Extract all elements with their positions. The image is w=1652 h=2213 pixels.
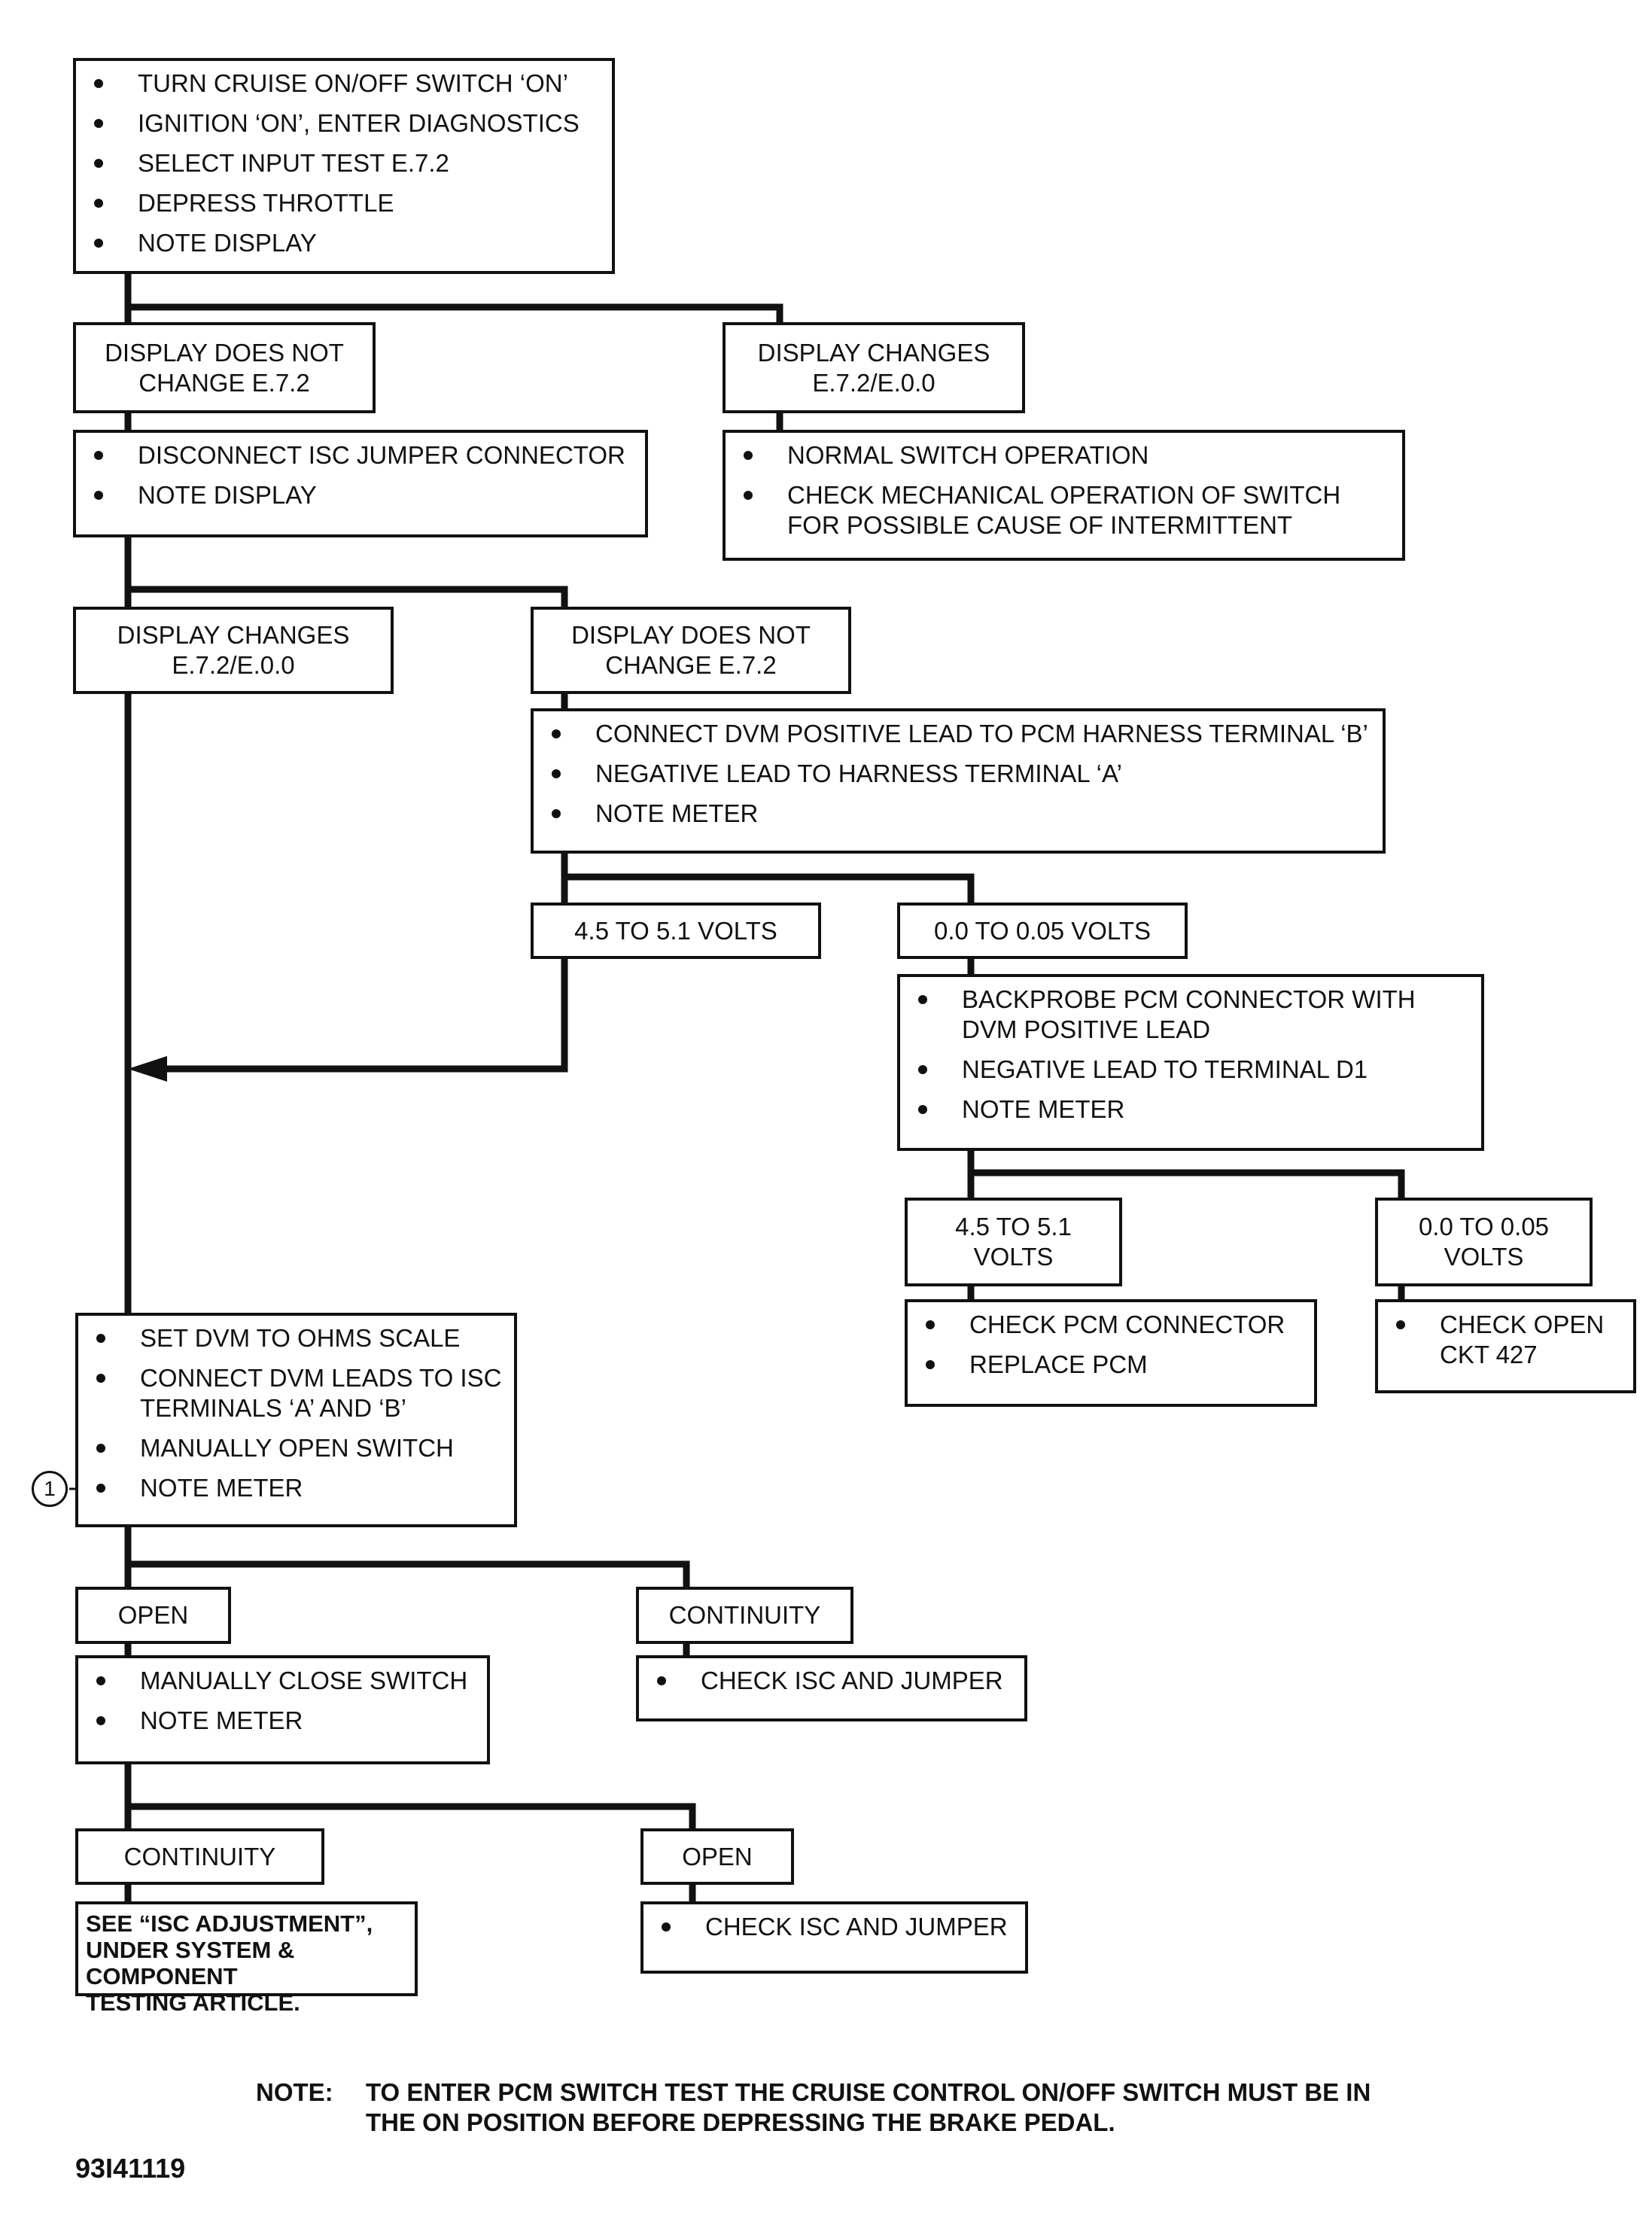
step-item: CHECK MECHANICAL OPERATION OF SWITCH FOR… bbox=[736, 480, 1395, 540]
connector-high-to-main bbox=[162, 952, 568, 1073]
arrow-head bbox=[128, 1056, 167, 1082]
isc-adjustment-box: SEE “ISC ADJUSTMENT”, UNDER SYSTEM & COM… bbox=[75, 1901, 418, 2016]
step-item: TURN CRUISE ON/OFF SWITCH ‘ON’ bbox=[87, 68, 604, 99]
backprobe-steps: BACKPROBE PCM CONNECTOR WITH DVM POSITIV… bbox=[900, 977, 1481, 1125]
step-item: IGNITION ‘ON’, ENTER DIAGNOSTICS bbox=[87, 108, 604, 139]
outcome-continuity-2: CONTINUITY bbox=[75, 1828, 324, 1885]
step-item: CONNECT DVM POSITIVE LEAD TO PCM HARNESS… bbox=[544, 719, 1375, 749]
outcome-display-no-change: DISPLAY DOES NOT CHANGE E.7.2 bbox=[73, 322, 376, 413]
step-item: CHECK OPEN CKT 427 bbox=[1389, 1310, 1626, 1370]
outcome-open: OPEN bbox=[75, 1587, 231, 1644]
start-instructions-box: TURN CRUISE ON/OFF SWITCH ‘ON’ IGNITION ‘… bbox=[73, 58, 615, 274]
footnote-text: TO ENTER PCM SWITCH TEST THE CRUISE CONT… bbox=[366, 2078, 1371, 2136]
connector-disconnect-to-no-change bbox=[124, 586, 568, 613]
outcome-voltage-low-2: 0.0 TO 0.05 VOLTS bbox=[1375, 1198, 1593, 1286]
normal-switch-steps: NORMAL SWITCH OPERATION CHECK MECHANICAL … bbox=[726, 433, 1402, 540]
outcome-display-no-change-2: DISPLAY DOES NOT CHANGE E.7.2 bbox=[531, 607, 851, 694]
step-item: CHECK ISC AND JUMPER bbox=[650, 1666, 1017, 1696]
outcome-voltage-high: 4.5 TO 5.1 VOLTS bbox=[531, 903, 821, 959]
step-item: MANUALLY OPEN SWITCH bbox=[89, 1433, 507, 1463]
step-item: NOTE METER bbox=[544, 799, 1375, 829]
step-item: CHECK PCM CONNECTOR bbox=[918, 1310, 1307, 1340]
step-item: NEGATIVE LEAD TO TERMINAL D1 bbox=[911, 1055, 1474, 1085]
check-open-box: CHECK OPEN CKT 427 bbox=[1375, 1299, 1636, 1393]
connector-start-to-changes bbox=[124, 303, 783, 329]
step-item: NOTE METER bbox=[911, 1094, 1474, 1125]
step-item: NEGATIVE LEAD TO HARNESS TERMINAL ‘A’ bbox=[544, 759, 1375, 789]
backprobe-box: BACKPROBE PCM CONNECTOR WITH DVM POSITIV… bbox=[897, 974, 1484, 1151]
check-pcm-steps: CHECK PCM CONNECTOR REPLACE PCM bbox=[908, 1302, 1314, 1380]
step-item: CHECK ISC AND JUMPER bbox=[654, 1912, 1018, 1942]
check-open-steps: CHECK OPEN CKT 427 bbox=[1378, 1302, 1633, 1370]
disconnect-jumper-box: DISCONNECT ISC JUMPER CONNECTOR NOTE DISP… bbox=[73, 430, 648, 537]
step-item: NOTE METER bbox=[89, 1706, 479, 1736]
check-isc-steps-1: CHECK ISC AND JUMPER bbox=[639, 1658, 1024, 1696]
step-item: SET DVM TO OHMS SCALE bbox=[89, 1323, 507, 1353]
step-item: BACKPROBE PCM CONNECTOR WITH DVM POSITIV… bbox=[911, 985, 1474, 1045]
normal-switch-box: NORMAL SWITCH OPERATION CHECK MECHANICAL … bbox=[723, 430, 1405, 561]
step-item: MANUALLY CLOSE SWITCH bbox=[89, 1666, 479, 1696]
step-item: SELECT INPUT TEST E.7.2 bbox=[87, 148, 604, 178]
figure-id: 93I41119 bbox=[75, 2153, 186, 2184]
dvm-harness-steps: CONNECT DVM POSITIVE LEAD TO PCM HARNESS… bbox=[534, 711, 1383, 829]
connector-backprobe-to-low bbox=[967, 1169, 1405, 1204]
step-item: NOTE METER bbox=[89, 1473, 507, 1503]
step-item: REPLACE PCM bbox=[918, 1350, 1307, 1380]
close-switch-box: MANUALLY CLOSE SWITCH NOTE METER bbox=[75, 1655, 490, 1764]
footnote-label: NOTE: bbox=[256, 2078, 333, 2106]
check-isc-box-1: CHECK ISC AND JUMPER bbox=[636, 1655, 1027, 1721]
check-pcm-box: CHECK PCM CONNECTOR REPLACE PCM bbox=[905, 1299, 1317, 1407]
dvm-harness-box: CONNECT DVM POSITIVE LEAD TO PCM HARNESS… bbox=[531, 708, 1386, 854]
outcome-voltage-low: 0.0 TO 0.05 VOLTS bbox=[897, 903, 1188, 959]
check-isc-steps-2: CHECK ISC AND JUMPER bbox=[643, 1904, 1025, 1942]
outcome-display-changes-2: DISPLAY CHANGES E.7.2/E.0.0 bbox=[73, 607, 394, 694]
connector-harness-to-low bbox=[561, 873, 975, 909]
step-item: CONNECT DVM LEADS TO ISC TERMINALS ‘A’ A… bbox=[89, 1363, 507, 1423]
outcome-voltage-high-2: 4.5 TO 5.1 VOLTS bbox=[905, 1198, 1122, 1286]
outcome-continuity: CONTINUITY bbox=[636, 1587, 853, 1644]
callout-marker: 1 bbox=[32, 1471, 68, 1507]
disconnect-jumper-steps: DISCONNECT ISC JUMPER CONNECTOR NOTE DISP… bbox=[76, 433, 645, 510]
step-item: DEPRESS THROTTLE bbox=[87, 188, 604, 218]
step-item: NOTE DISPLAY bbox=[87, 228, 604, 258]
outcome-display-changes: DISPLAY CHANGES E.7.2/E.0.0 bbox=[723, 322, 1025, 413]
ohms-test-steps: SET DVM TO OHMS SCALE CONNECT DVM LEADS T… bbox=[78, 1316, 514, 1503]
check-isc-box-2: CHECK ISC AND JUMPER bbox=[640, 1901, 1028, 1974]
step-item: NOTE DISPLAY bbox=[87, 480, 637, 510]
footnote: NOTE: TO ENTER PCM SWITCH TEST THE CRUIS… bbox=[256, 2078, 1460, 2139]
connector-ohms-to-continuity bbox=[124, 1560, 690, 1594]
close-switch-steps: MANUALLY CLOSE SWITCH NOTE METER bbox=[78, 1658, 487, 1736]
ohms-test-box: SET DVM TO OHMS SCALE CONNECT DVM LEADS T… bbox=[75, 1313, 517, 1527]
connector-close-to-open bbox=[124, 1803, 696, 1835]
step-item: DISCONNECT ISC JUMPER CONNECTOR bbox=[87, 440, 637, 470]
outcome-open-2: OPEN bbox=[640, 1828, 794, 1885]
start-steps: TURN CRUISE ON/OFF SWITCH ‘ON’ IGNITION ‘… bbox=[76, 61, 612, 258]
step-item: NORMAL SWITCH OPERATION bbox=[736, 440, 1395, 470]
